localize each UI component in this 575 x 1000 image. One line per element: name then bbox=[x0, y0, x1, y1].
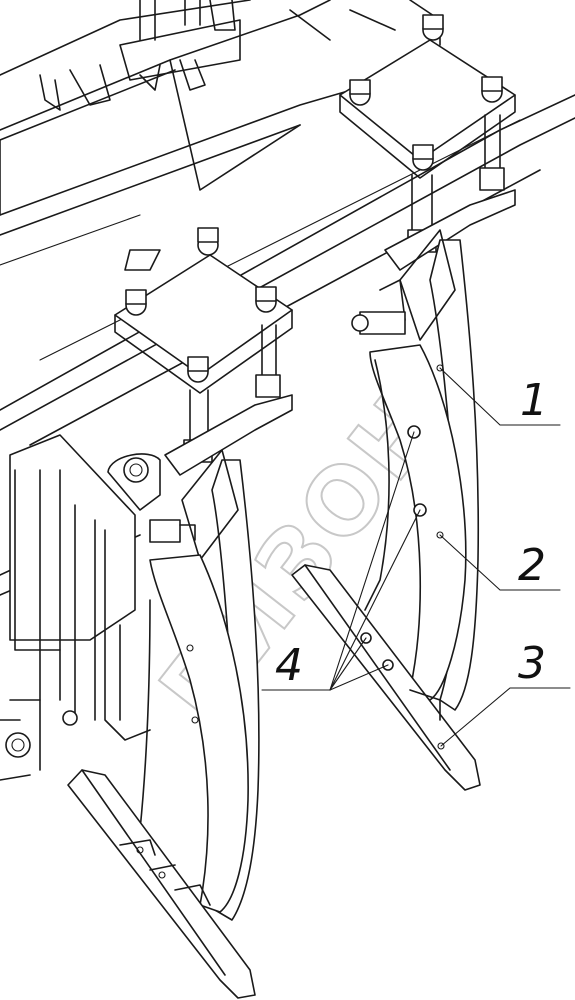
callout-2: 2 bbox=[518, 540, 546, 591]
clamp-plate-left bbox=[114, 227, 293, 476]
callout-labels: 1 2 3 4 bbox=[275, 375, 548, 691]
callout-4: 4 bbox=[275, 640, 303, 691]
top-shank-bracket bbox=[39, 0, 241, 111]
callout-1: 1 bbox=[520, 375, 548, 426]
clamp-plate-right bbox=[339, 14, 516, 271]
callout-3: 3 bbox=[518, 638, 546, 689]
tine-right bbox=[291, 229, 481, 791]
tine-left bbox=[67, 449, 260, 999]
end-bracket-left bbox=[0, 434, 196, 781]
leader-lines bbox=[261, 367, 571, 747]
